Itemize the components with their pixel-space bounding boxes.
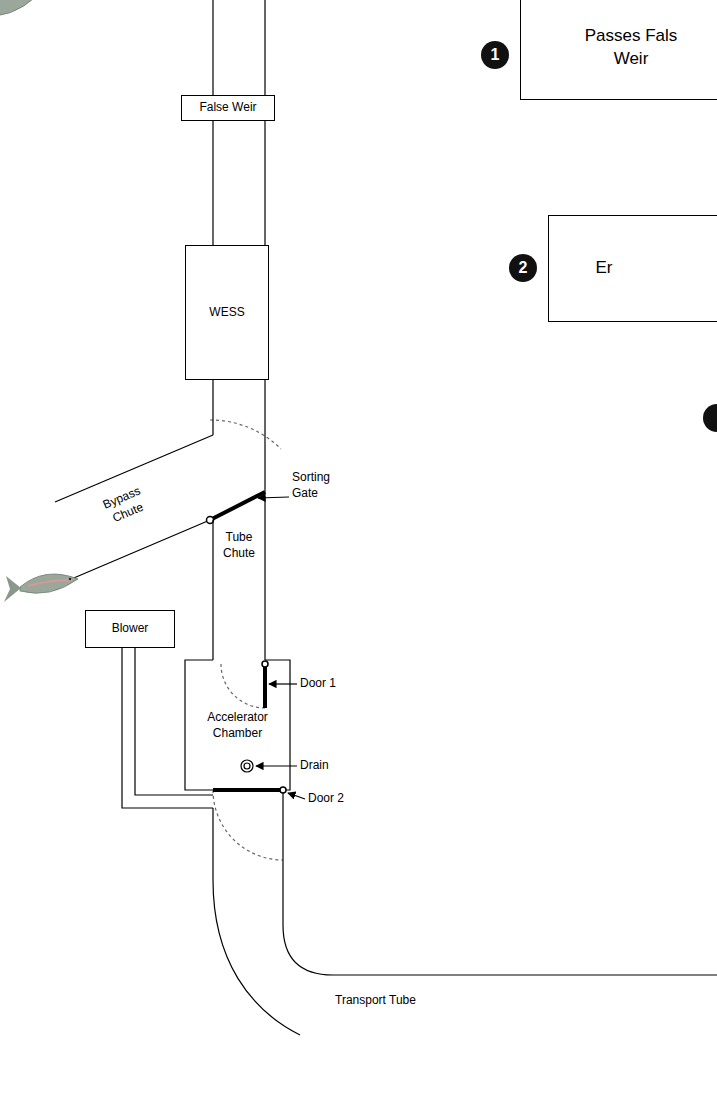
door-hinge: [262, 661, 268, 667]
chute-wall: [264, 380, 265, 660]
part-label: Door 2: [308, 791, 368, 807]
part-label: Tube Chute: [213, 530, 265, 561]
door-hinge: [280, 787, 286, 793]
chute-connector: [213, 380, 265, 660]
drain-symbol: [244, 763, 250, 769]
bypass-wall: [55, 520, 210, 586]
box-text: Passes Fals Weir: [576, 25, 686, 69]
callout-number: 1: [481, 45, 509, 66]
leader-arrow: [256, 765, 297, 766]
fish-icon: [0, 0, 40, 29]
accelerator-chamber: Accelerator Chamber: [185, 660, 290, 790]
box-text: Blower: [112, 621, 149, 637]
step-box: Passes Fals Weir: [520, 0, 717, 100]
leader-arrow: [269, 683, 297, 684]
chute-wall: [212, 0, 213, 95]
part-label: Transport Tube: [335, 993, 465, 1009]
part-label: Sorting Gate: [292, 470, 342, 501]
blower-pipe: [122, 648, 213, 808]
gate-swing: [210, 420, 281, 449]
callout-circle: [481, 41, 509, 69]
chute-wall: [264, 0, 265, 95]
chamber-wall: [185, 660, 213, 790]
wess-box: WESS: [185, 245, 269, 380]
part-label: Door 1: [300, 676, 360, 692]
false-weir-box: False Weir: [181, 95, 275, 121]
blower-pipe: [135, 648, 213, 795]
door-swing: [221, 664, 265, 708]
callout-number: 2: [509, 258, 537, 279]
chute-wall: [264, 121, 265, 245]
door-swing: [213, 790, 283, 860]
part-label: Bypass Chute: [91, 480, 158, 532]
box-text: Accelerator Chamber: [198, 710, 278, 741]
fish-icon: [4, 574, 78, 602]
sorting-gate: [210, 492, 265, 520]
callout-circle: [509, 254, 537, 282]
transport-tube-wall: [213, 808, 300, 1035]
callout-circle: [703, 404, 717, 432]
leader-arrow: [288, 793, 305, 799]
chute-wall: [212, 121, 213, 245]
part-label: Drain: [300, 758, 360, 774]
box-text: False Weir: [199, 100, 256, 116]
leader-arrow: [258, 497, 289, 498]
transport-tube-wall: [283, 790, 717, 975]
blower-box: Blower: [85, 610, 175, 648]
step-box: Er: [548, 215, 717, 322]
chute-wall: [212, 380, 213, 660]
chamber-wall: [265, 660, 290, 790]
box-text: WESS: [209, 305, 244, 321]
chute-connector: [213, 121, 265, 245]
drain-symbol: [241, 760, 253, 772]
door-1: [263, 667, 267, 708]
door-2: [213, 788, 280, 792]
box-text: Er: [584, 257, 624, 279]
